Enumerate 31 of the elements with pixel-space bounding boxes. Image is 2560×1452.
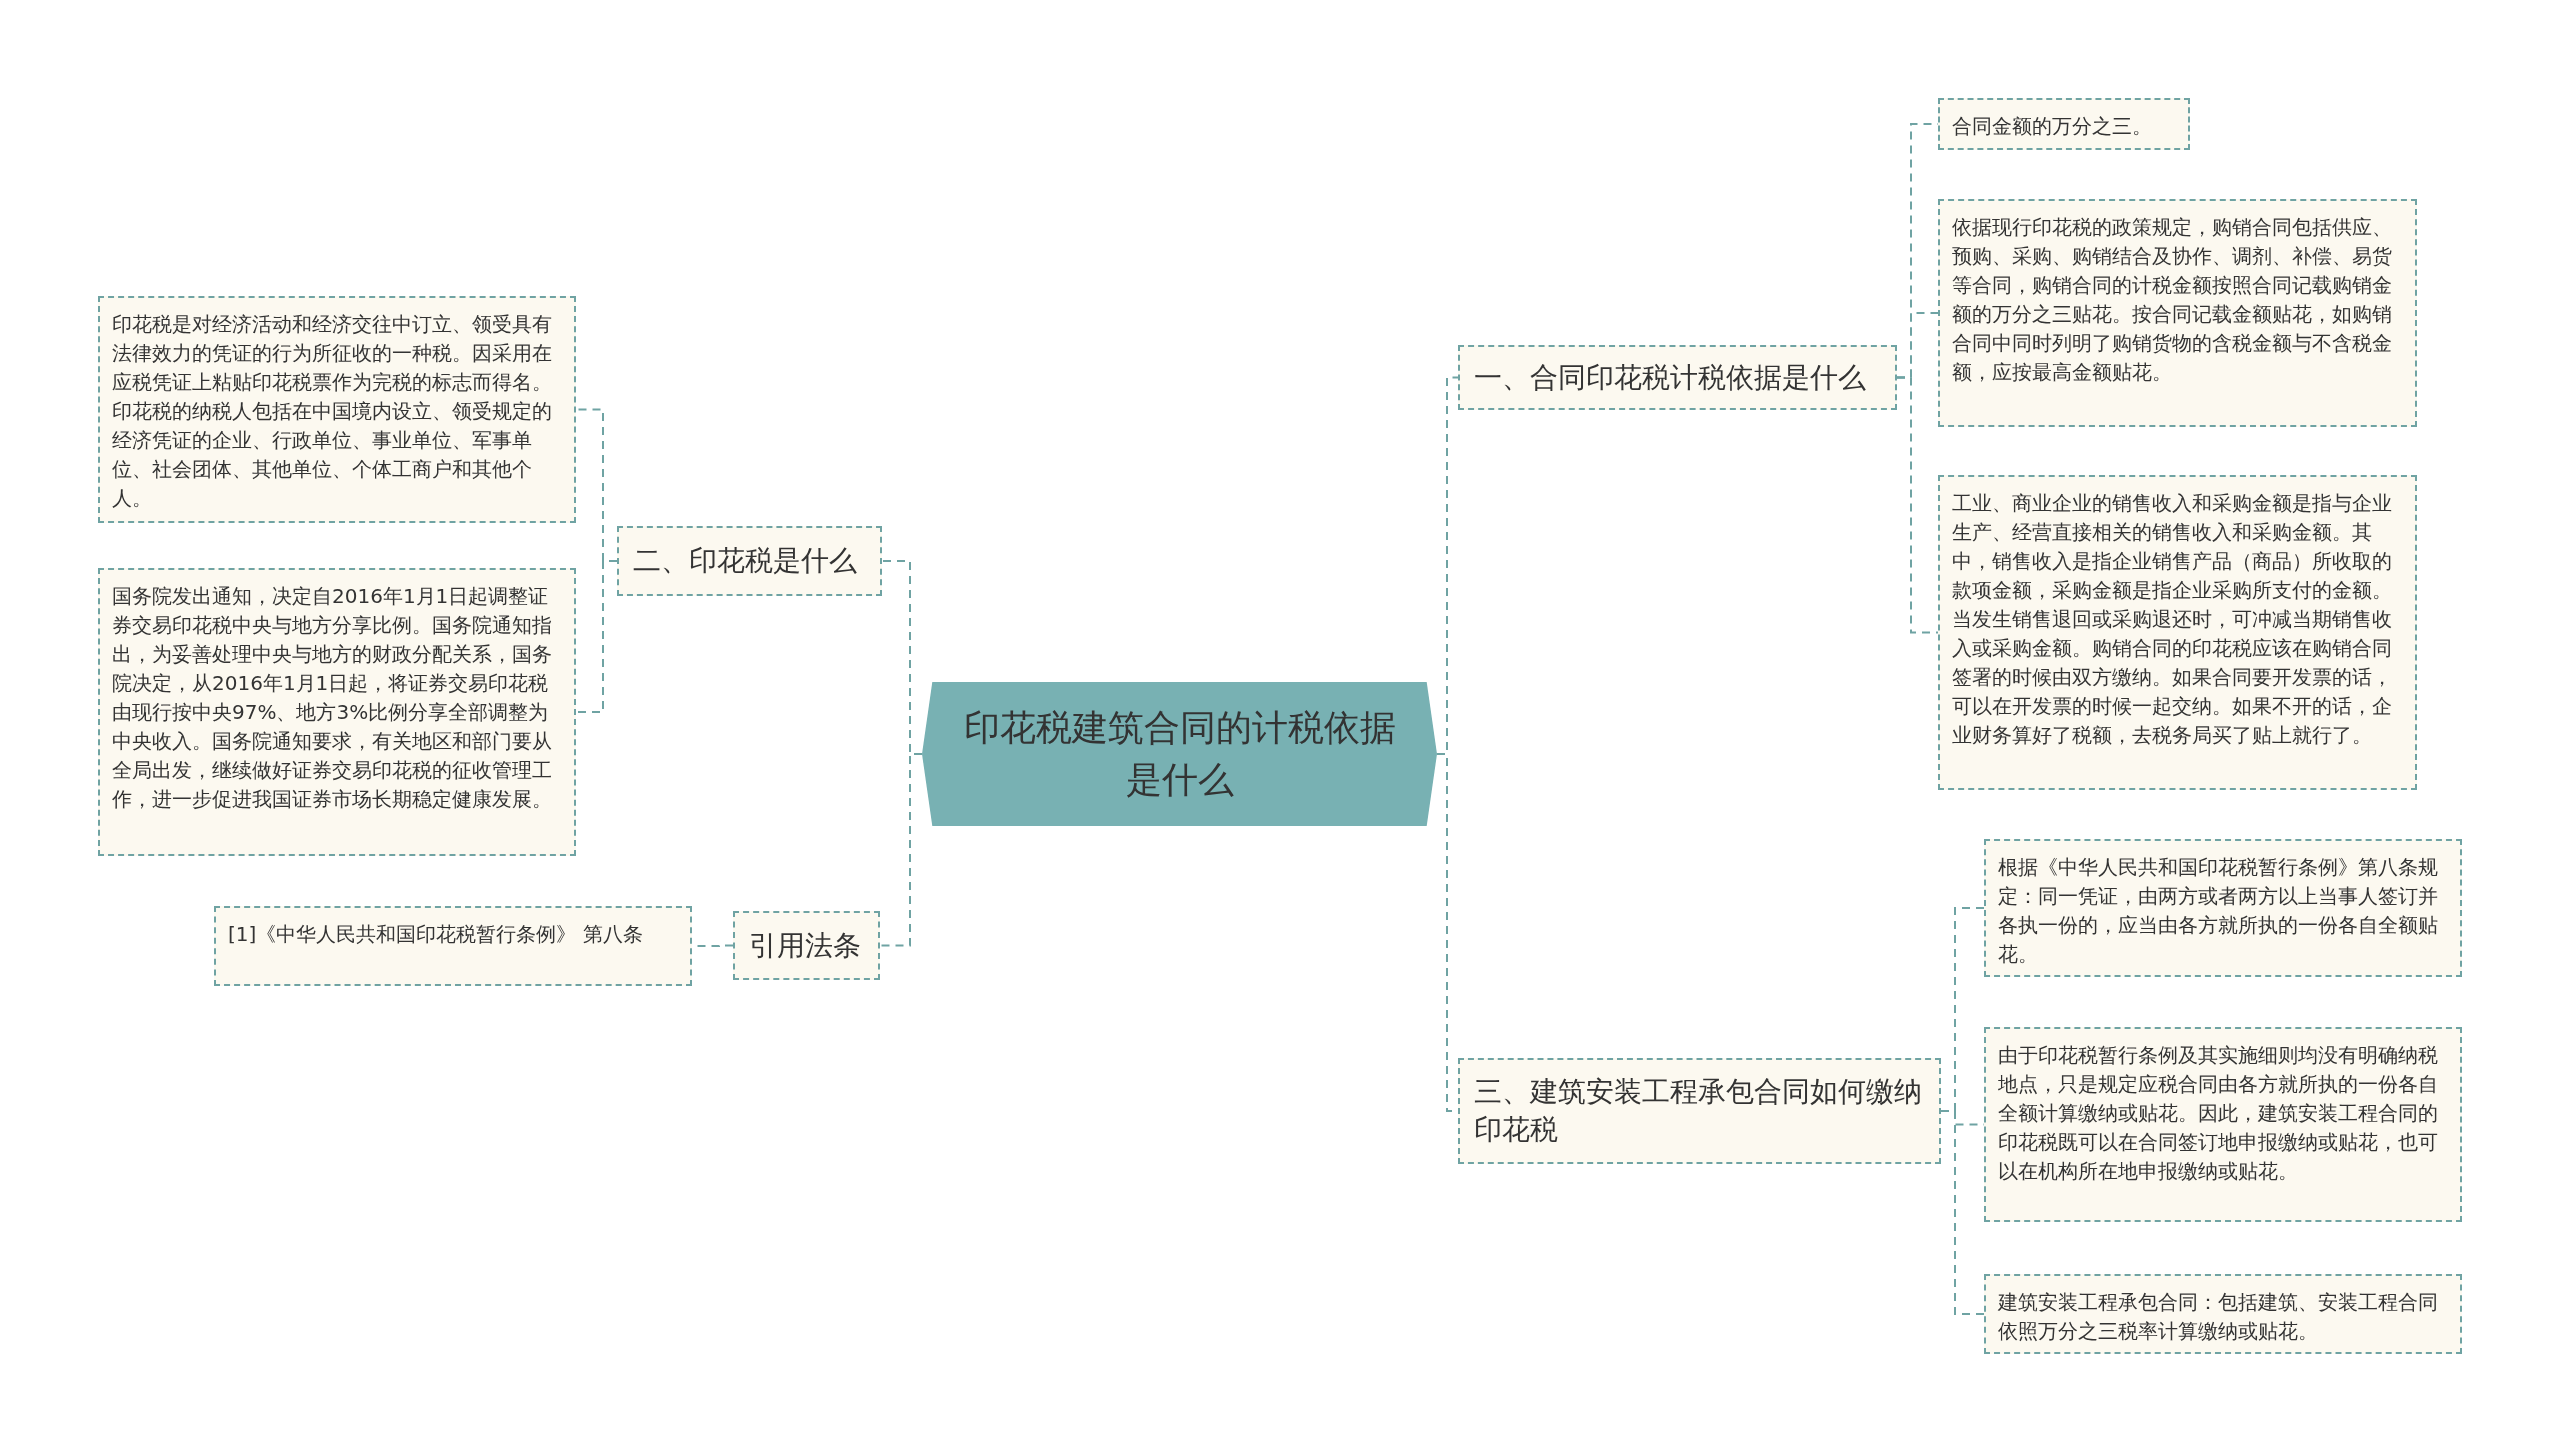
node-text: 根据《中华人民共和国印花税暂行条例》第八条规定：同一凭证，由两方或者两方以上当事人签订并各执一份的，应当由各方就所执的一份各自全额贴花。 bbox=[1998, 855, 2438, 966]
note-box bbox=[1984, 839, 2462, 977]
topic-box bbox=[733, 911, 880, 980]
node-text: 工业、商业企业的销售收入和采购金额是指与企业生产、经营直接相关的销售收入和采购金额。其中，销售收入是指企业销售产品（商品）所收取的款项金额，采购金额是指企业采购所支付的金额。当发生销售退回或采购退还时，可冲减当期销售收入或采购金额。购销合同的印花税应该在购销合同签署的时候由双方缴纳。如果合同要开发票的话，可以在开发票的时候一起交纳。如果不开的话，企业财务算好了税额，去税务局买了贴上就行了。 bbox=[1952, 491, 2392, 747]
node-text: 建筑安装工程承包合同：包括建筑、安装工程合同依照万分之三税率计算缴纳或贴花。 bbox=[1998, 1290, 2438, 1343]
node-text: 印花税是对经济活动和经济交往中订立、领受具有法律效力的凭证的行为所征收的一种税。因采用在应税凭证上粘贴印花税票作为完税的标志而得名。印花税的纳税人包括在中国境内设立、领受规定的经济凭证的企业、行政单位、事业单位、军事单位、社会团体、其他单位、个体工商户和其他个人。 bbox=[112, 312, 552, 510]
topic-box bbox=[1458, 345, 1897, 410]
note-box bbox=[1984, 1274, 2462, 1354]
note-box bbox=[98, 568, 576, 856]
node-text: 三、建筑安装工程承包合同如何缴纳印花税 bbox=[1474, 1074, 1923, 1148]
node-text: 一、合同印花税计税依据是什么 bbox=[1474, 359, 1866, 396]
connector-line bbox=[1940, 1110, 1985, 1315]
note-box bbox=[1984, 1027, 2462, 1222]
node-text: 国务院发出通知，决定自2016年1月1日起调整证券交易印花税中央与地方分享比例。国务院通知指出，为妥善处理中央与地方的财政分配关系，国务院决定，从2016年1月1日起，将证券交易印花税由现行按中央97%、地方3%比例分享全部调整为中央收入。国务院通知要求，有关地区和部门要从全局出发，继续做好证券交易印花税的征收管理工作，进一步促进我国证券市场长期稳定健康发展。 bbox=[112, 584, 552, 811]
note-box bbox=[1938, 199, 2417, 427]
node-text: 印花税建筑合同的计税依据是什么 bbox=[962, 706, 1397, 802]
node-text: 合同金额的万分之三。 bbox=[1952, 114, 2152, 138]
topic-box bbox=[617, 526, 882, 596]
topic-box bbox=[1458, 1058, 1941, 1164]
note-box bbox=[1938, 98, 2190, 150]
connector-line bbox=[575, 560, 618, 713]
connector-line bbox=[1896, 376, 1939, 634]
connector-line bbox=[879, 753, 923, 947]
note-box bbox=[214, 906, 692, 986]
node-text: 依据现行印花税的政策规定，购销合同包括供应、预购、采购、购销结合及协作、调剂、补偿、易货等合同，购销合同的计税金额按照合同记载购销金额的万分之三贴花。按合同记载金额贴花，如购销合同中同时列明了购销货物的含税金额与不含税金额，应按最高金额贴花。 bbox=[1952, 215, 2392, 384]
node-text: 二、印花税是什么 bbox=[633, 543, 857, 579]
node-text: 由于印花税暂行条例及其实施细则均没有明确纳税地点，只是规定应税合同由各方就所执的一份各自全额计算缴纳或贴花。因此，建筑安装工程合同的印花税既可以在合同签订地申报缴纳或贴花，也可以在机构所在地申报缴纳或贴花。 bbox=[1998, 1043, 2438, 1183]
node-text: [1]《中华人民共和国印花税暂行条例》 第八条 bbox=[228, 922, 643, 946]
node-text: 引用法条 bbox=[749, 927, 861, 964]
note-box bbox=[98, 296, 576, 523]
note-box bbox=[1938, 475, 2417, 790]
